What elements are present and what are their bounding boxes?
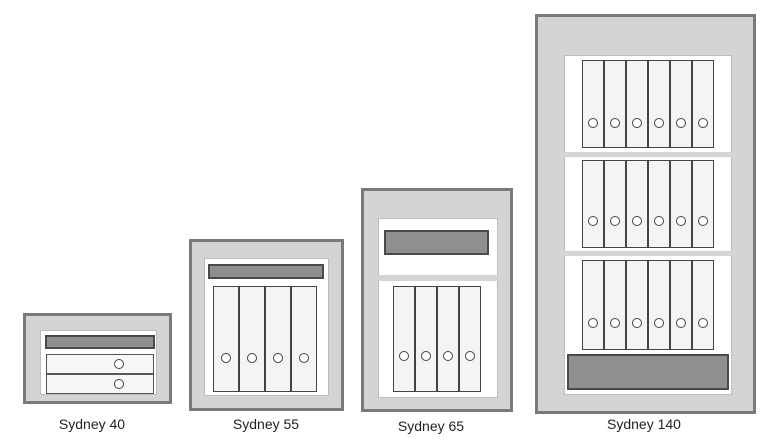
binder xyxy=(670,260,692,350)
binder-ring-icon xyxy=(273,353,283,363)
shelf-plate xyxy=(384,230,489,255)
binder-ring-icon xyxy=(698,318,708,328)
binder-ring-icon xyxy=(654,318,664,328)
binder xyxy=(604,60,626,148)
drawer xyxy=(46,354,154,374)
binder xyxy=(692,160,714,248)
binder xyxy=(239,286,265,392)
safe-label: Sydney 55 xyxy=(232,416,300,432)
binder xyxy=(692,260,714,350)
binder xyxy=(582,60,604,148)
binder-ring-icon xyxy=(443,351,453,361)
binder-row xyxy=(582,160,714,248)
binder xyxy=(648,160,670,248)
binder xyxy=(648,260,670,350)
binder-row xyxy=(582,60,714,148)
safe-label: Sydney 65 xyxy=(397,418,465,434)
binder xyxy=(670,60,692,148)
safe-label: Sydney 140 xyxy=(607,416,681,432)
binder-row xyxy=(213,286,317,392)
binder xyxy=(265,286,291,392)
shelf-plate xyxy=(567,354,729,390)
binder-ring-icon xyxy=(698,216,708,226)
binder xyxy=(670,160,692,248)
binder-ring-icon xyxy=(610,318,620,328)
binder xyxy=(393,286,415,392)
binder xyxy=(437,286,459,392)
drawer-knob xyxy=(114,359,124,369)
binder-ring-icon xyxy=(421,351,431,361)
binder xyxy=(291,286,317,392)
binder-ring-icon xyxy=(632,216,642,226)
binder xyxy=(626,160,648,248)
shelf-divider xyxy=(564,152,732,157)
binder xyxy=(692,60,714,148)
binder-ring-icon xyxy=(399,351,409,361)
binder-ring-icon xyxy=(610,118,620,128)
binder-ring-icon xyxy=(632,118,642,128)
shelf-plate xyxy=(208,264,324,279)
binder-ring-icon xyxy=(654,216,664,226)
binder xyxy=(626,60,648,148)
binder xyxy=(604,160,626,248)
binder-ring-icon xyxy=(676,118,686,128)
binder-ring-icon xyxy=(247,353,257,363)
binder xyxy=(648,60,670,148)
binder-ring-icon xyxy=(676,318,686,328)
binder xyxy=(582,160,604,248)
shelf-divider xyxy=(564,251,732,256)
shelf-plate xyxy=(45,335,155,349)
binder xyxy=(415,286,437,392)
shelf-divider xyxy=(378,275,498,281)
binder-ring-icon xyxy=(610,216,620,226)
binder-ring-icon xyxy=(632,318,642,328)
binder-ring-icon xyxy=(654,118,664,128)
binder xyxy=(213,286,239,392)
binder-ring-icon xyxy=(588,318,598,328)
safe-label: Sydney 40 xyxy=(58,416,126,432)
binder-ring-icon xyxy=(221,353,231,363)
binder-ring-icon xyxy=(588,118,598,128)
binder-row xyxy=(393,286,481,392)
drawer xyxy=(46,374,154,394)
binder-ring-icon xyxy=(465,351,475,361)
drawer-knob xyxy=(114,379,124,389)
binder-ring-icon xyxy=(676,216,686,226)
binder xyxy=(459,286,481,392)
binder-ring-icon xyxy=(698,118,708,128)
binder-row xyxy=(582,260,714,350)
binder-ring-icon xyxy=(299,353,309,363)
binder xyxy=(626,260,648,350)
binder xyxy=(582,260,604,350)
binder-ring-icon xyxy=(588,216,598,226)
binder xyxy=(604,260,626,350)
